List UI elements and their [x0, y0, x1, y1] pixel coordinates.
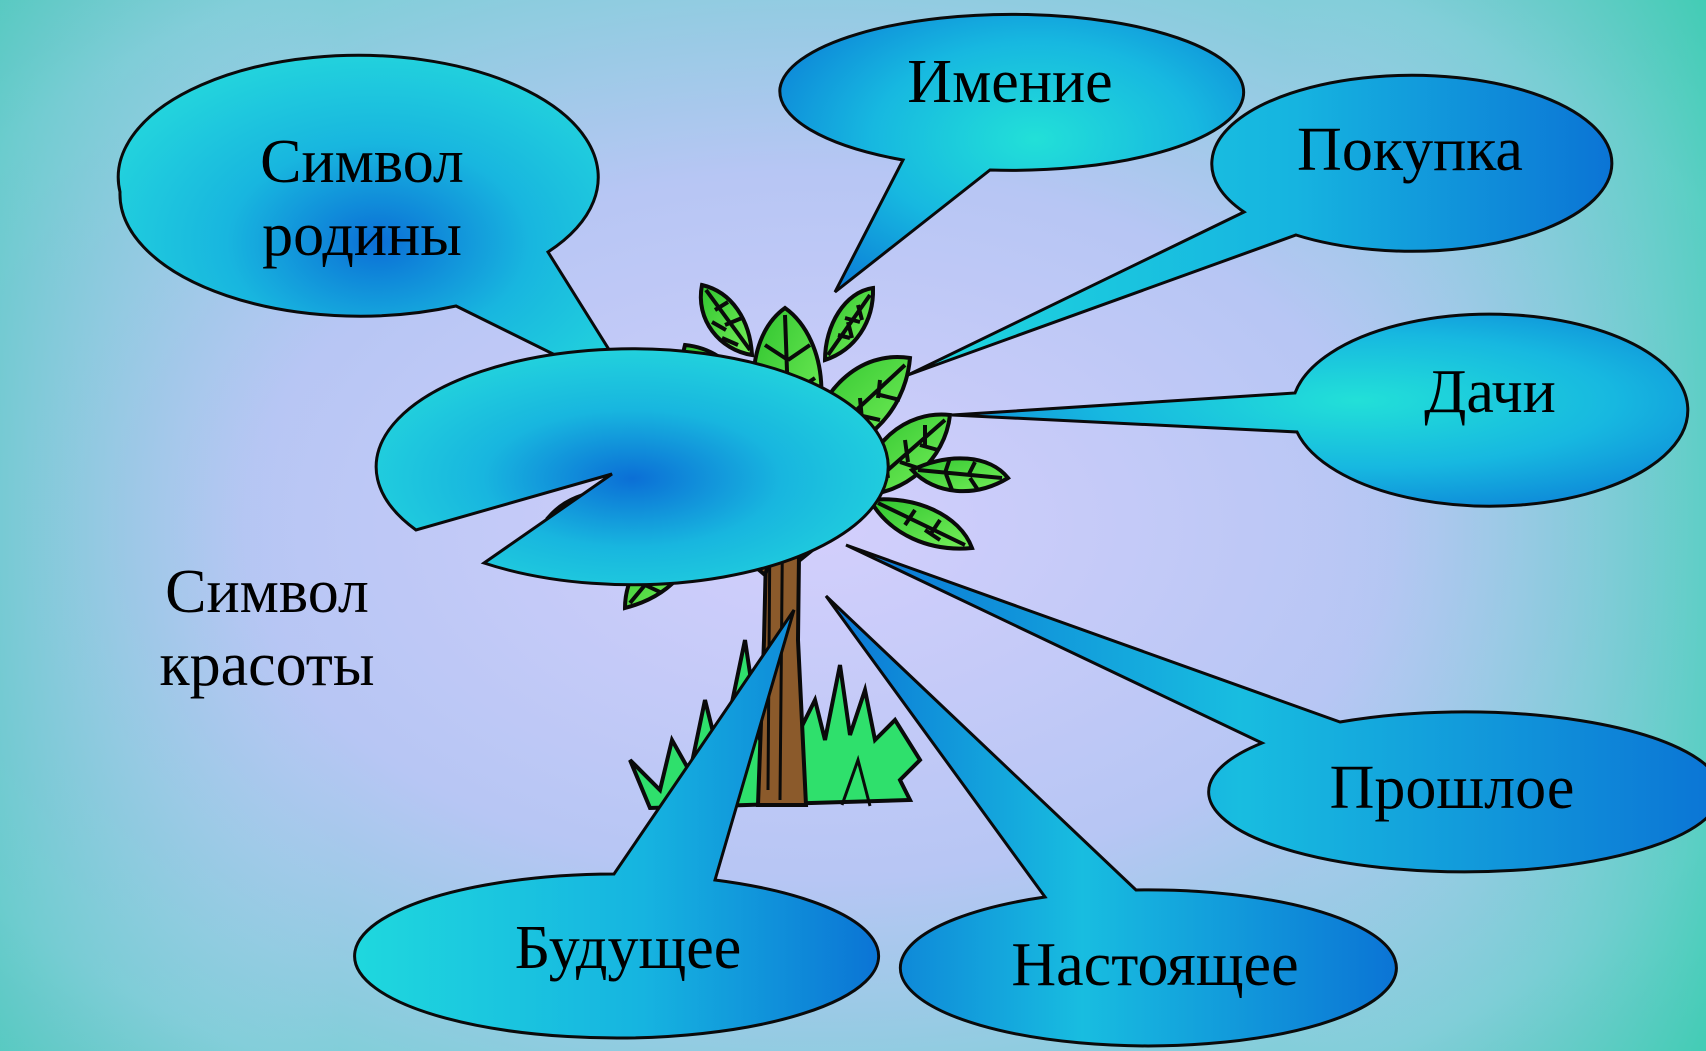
- bubble-past-text: Прошлое: [1330, 754, 1575, 822]
- bubble-future-text: Будущее: [515, 914, 741, 982]
- bubble-estate-text: Имение: [907, 48, 1112, 116]
- bubble-purchase-text: Покупка: [1297, 116, 1523, 184]
- bubble-symbol-homeland-line1: Символ: [260, 128, 464, 196]
- bubble-symbol-beauty-line1: Символ: [165, 558, 369, 626]
- bubble-symbol-beauty-line2: красоты: [159, 631, 374, 699]
- bubble-dachas-text: Дачи: [1424, 358, 1556, 426]
- bubble-present-text: Настоящее: [1011, 931, 1298, 999]
- bubble-symbol-homeland-line2: родины: [262, 201, 462, 269]
